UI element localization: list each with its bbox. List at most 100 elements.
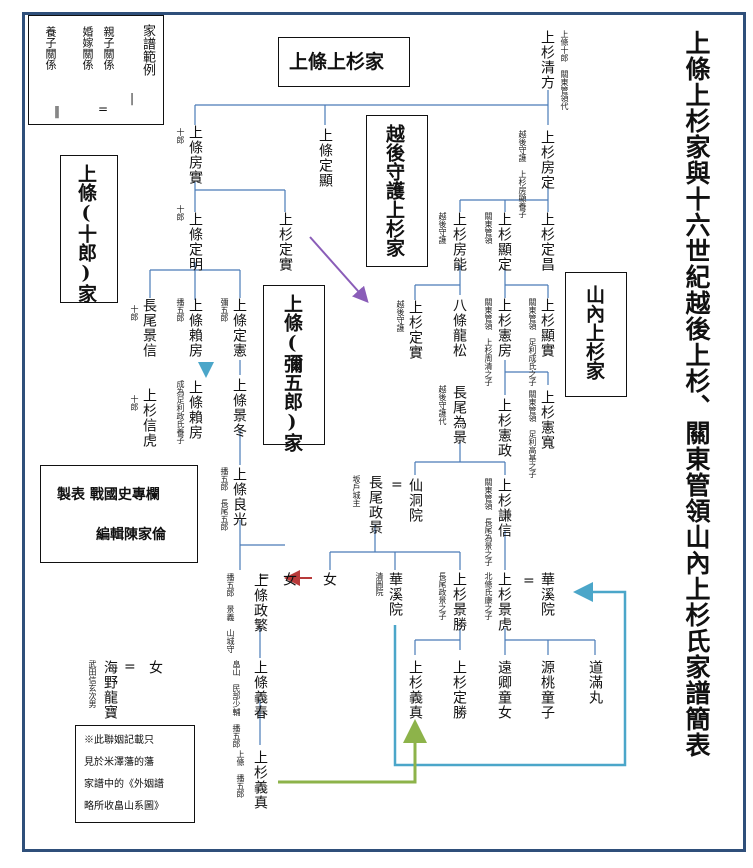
person-name-unno: 海野龍寶 bbox=[102, 660, 118, 720]
marriage-mark: = bbox=[391, 477, 403, 493]
page-title: 上條上杉家與十六世紀越後上杉、關東管領山內上杉氏家譜簡表 bbox=[682, 30, 711, 758]
person-title-yoshizane2: 上條 播五郎 bbox=[236, 750, 245, 798]
note-line: 見於米澤藩的藩 bbox=[84, 757, 154, 768]
person-title-masashige: 播五郎 景義 山城守 bbox=[226, 573, 235, 653]
person-name-sadakatsu: 上杉定勝 bbox=[451, 660, 467, 720]
person-name-kagenobu: 長尾景信 bbox=[141, 298, 157, 358]
person-name-fusayoshi: 上杉房能 bbox=[451, 212, 467, 272]
person-name-michimaru: 道滿丸 bbox=[587, 660, 603, 705]
legend-mark: | bbox=[125, 91, 139, 105]
person-name-nobutora: 上杉信虎 bbox=[141, 388, 157, 448]
person-name-yoshizane2: 上杉義真 bbox=[252, 750, 268, 810]
person-name-enkyo: 遠卿童女 bbox=[496, 660, 512, 720]
marriage-mark: = bbox=[523, 573, 535, 589]
person-name-yoshiharu: 上條義春 bbox=[252, 660, 268, 720]
legend-heading: 家譜範例 bbox=[140, 24, 155, 76]
person-name-akizane: 上杉顯實 bbox=[539, 298, 555, 358]
legend-mark: ‖ bbox=[50, 104, 64, 118]
person-title-akizane: 關東管領 足利成氏之子 bbox=[528, 298, 537, 386]
family-name: 上條上杉家 bbox=[289, 51, 385, 73]
person-title-kagetora: 北條氏康之子 bbox=[484, 572, 493, 620]
legend-mark: = bbox=[96, 102, 110, 116]
person-name-onna3: 女 bbox=[147, 660, 163, 675]
person-title-yoshimitsu: 播五郎 長尾五郎 bbox=[220, 467, 229, 531]
person-name-sendoin: 仙洞院 bbox=[407, 478, 423, 523]
legend-item: 婚嫁關係 bbox=[81, 26, 94, 70]
person-title-norifusa: 關東管領 上杉周清之子 bbox=[484, 298, 493, 386]
family-name: 越後守護上杉家 bbox=[383, 124, 405, 257]
person-name-yoshizane1: 上杉義真 bbox=[407, 660, 423, 720]
credit-box: 製表 戰國史專欄 編輯陳家倫 bbox=[40, 465, 198, 563]
person-name-onna2: 女 bbox=[321, 572, 337, 587]
person-name-akisada: 上杉顯定 bbox=[496, 212, 512, 272]
page-frame bbox=[22, 12, 746, 852]
legend-item: 親子關係 bbox=[102, 26, 115, 70]
note-box: ※此聯姻記載只 見於米澤藩的藩 家譜中的《外姻譜 略所收畠山系圖》 bbox=[75, 725, 195, 823]
person-name-sadazane: 上杉定實 bbox=[407, 300, 423, 360]
person-name-fusasada: 上杉房定 bbox=[539, 130, 555, 190]
person-title-yorifusa2: 成為足利政氏養子 bbox=[176, 380, 185, 444]
person-title-kenshin: 關東管領 長尾為景之子 bbox=[484, 478, 493, 566]
person-title-fusazane: 十郎 bbox=[176, 128, 185, 144]
family-box-jojo-juro: 上條(十郎)家 bbox=[60, 155, 118, 303]
person-name-yoshimitsu: 上條良光 bbox=[231, 467, 247, 527]
person-title-fusasada: 越後守護 上杉房顯養子 bbox=[518, 130, 527, 218]
person-name-tamekage: 長尾為景 bbox=[451, 385, 467, 445]
family-name: 上條(十郎)家 bbox=[75, 164, 97, 303]
person-name-hachijo: 八條龍松 bbox=[451, 298, 467, 358]
person-name-kakein1: 華溪院 bbox=[387, 572, 403, 617]
person-title-tamekage: 越後守護代 bbox=[438, 385, 447, 425]
person-name-kiyokata: 上杉清方 bbox=[539, 30, 555, 90]
person-title-kiyokata: 上條十郎 關東管領代 bbox=[560, 30, 569, 110]
legend-item: 養子關係 bbox=[44, 26, 57, 70]
person-name-onna1: 女 bbox=[281, 572, 297, 587]
person-title-nobutora: 十郎 bbox=[130, 395, 139, 411]
person-title-yorifusa: 播五郎 bbox=[176, 298, 185, 322]
person-title-kagekatsu: 長尾政景之子 bbox=[438, 572, 447, 620]
family-box-jojo-uesugi: 上條上杉家 bbox=[278, 37, 410, 87]
family-box-yamanouchi: 山內上杉家 bbox=[565, 272, 627, 397]
person-title-yoshiharu: 畠山 民部少輔 播五郎 bbox=[232, 660, 241, 748]
person-name-norihiro: 上杉憲寬 bbox=[539, 390, 555, 450]
person-name-sadaakira: 上條定明 bbox=[187, 212, 203, 272]
person-title-sadaakira: 十郎 bbox=[176, 205, 185, 221]
person-title-sadanori: 彌五郎 bbox=[220, 298, 229, 322]
person-name-kakein2: 華溪院 bbox=[539, 572, 555, 617]
person-name-sadaaki: 上條定顯 bbox=[317, 128, 333, 188]
person-name-sadamasa: 上杉定昌 bbox=[539, 212, 555, 272]
person-name-norimasa: 上杉憲政 bbox=[496, 398, 512, 458]
person-name-fusazane: 上條房實 bbox=[187, 125, 203, 185]
person-name-yorifusa2: 上條賴房 bbox=[187, 380, 203, 440]
person-name-yorifusa: 上條賴房 bbox=[187, 298, 203, 358]
note-line: 家譜中的《外姻譜 bbox=[84, 779, 164, 790]
family-name: 山內上杉家 bbox=[583, 285, 605, 380]
person-title-kagenobu: 十郎 bbox=[130, 305, 139, 321]
person-title-sadazane: 越後守護 bbox=[396, 300, 405, 332]
person-title-kakein1: 清圓院 bbox=[375, 572, 384, 596]
note-line: 略所收畠山系圖》 bbox=[84, 801, 164, 812]
person-name-genbo: 源桃童子 bbox=[539, 660, 555, 720]
person-name-kagekatsu: 上杉景勝 bbox=[451, 572, 467, 632]
person-title-fusayoshi: 越後守護 bbox=[438, 212, 447, 244]
credit-line: 製表 戰國史專欄 bbox=[57, 487, 160, 503]
person-name-kagefuyu: 上條景冬 bbox=[231, 378, 247, 438]
person-title-akisada: 關東管領 bbox=[484, 212, 493, 244]
legend-box: 家譜範例 親子關係 婚嫁關係 養子關係 | = ‖ bbox=[28, 15, 164, 125]
note-line: ※此聯姻記載只 bbox=[84, 735, 154, 746]
person-name-sadanori: 上條定憲 bbox=[231, 298, 247, 358]
family-box-echigo: 越後守護上杉家 bbox=[366, 115, 428, 267]
credit-line: 編輯陳家倫 bbox=[96, 527, 166, 543]
person-name-masakage: 長尾政景 bbox=[367, 475, 383, 535]
person-title-masakage: 坂戶城主 bbox=[352, 475, 361, 507]
family-name: 上條(彌五郎)家 bbox=[281, 294, 303, 452]
family-box-jojo-yagoro: 上條(彌五郎)家 bbox=[263, 285, 325, 452]
marriage-mark: = bbox=[124, 659, 136, 675]
person-name-kagetora: 上杉景虎 bbox=[496, 572, 512, 632]
person-title-norihiro: 關東管領 足利高基之子 bbox=[528, 390, 537, 478]
person-name-masashige: 上條政繁 bbox=[252, 573, 268, 633]
person-name-norifusa: 上杉憲房 bbox=[496, 298, 512, 358]
person-name-kenshin: 上杉謙信 bbox=[496, 478, 512, 538]
person-name-sadazane_b: 上杉定實 bbox=[277, 212, 293, 272]
marriage-mark: = bbox=[258, 569, 270, 585]
